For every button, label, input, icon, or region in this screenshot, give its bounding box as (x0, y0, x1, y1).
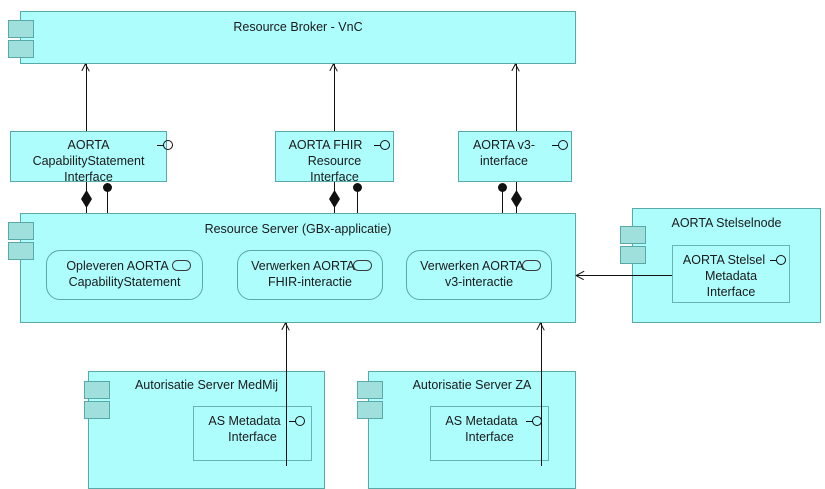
lollipop-stem-icon (552, 145, 559, 146)
subcomponent-verwerken-aorta-fhir-interactie[interactable]: Verwerken AORTA FHIR-interactie (237, 250, 383, 300)
lollipop-ball-icon (558, 140, 568, 150)
component-tab-upper-autorisatie-server-za (357, 381, 383, 399)
lollipop-stem-icon (526, 421, 533, 422)
arrowhead-za-to-resource-server (536, 323, 547, 334)
arrowhead-fhir-to-broker (329, 64, 340, 75)
interface-pill-icon (522, 260, 541, 271)
interface-aorta-capabilitystatement-line3: Interface (64, 170, 113, 184)
subcomponent-opleveren-line2: CapabilityStatement (68, 275, 181, 289)
component-tab-lower-aorta-stelselnode (620, 246, 646, 264)
interface-aorta-v3-line1: AORTA v3- (472, 138, 536, 152)
component-tab-upper-aorta-stelselnode (620, 226, 646, 244)
interface-as-metadata-za-line1: AS Metadata (445, 414, 518, 428)
interface-aorta-v3-line2: interface (480, 154, 528, 168)
interface-aorta-stelsel-metadata[interactable]: AORTA Stelsel Metadata Interface (672, 245, 790, 303)
component-resource-broker[interactable]: Resource Broker - VnC (20, 11, 576, 64)
composition-diamond-capabilitystatement (81, 190, 92, 208)
subcomponent-verwerken-fhir-line2: FHIR-interactie (267, 275, 353, 289)
connector-fhir-to-broker (334, 64, 335, 131)
interface-aorta-stelsel-metadata-line3: Interface (706, 285, 756, 299)
subcomponent-opleveren-aorta-capabilitystatement[interactable]: Opleveren AORTA CapabilityStatement (46, 250, 203, 300)
lollipop-ball-icon (295, 416, 305, 426)
interface-pill-icon (172, 260, 191, 271)
component-resource-server-label: Resource Server (GBx-applicatie) (204, 222, 392, 236)
subcomponent-verwerken-v3-line2: v3-interactie (444, 275, 514, 289)
interface-aorta-capabilitystatement-line1: AORTA (67, 138, 110, 152)
lollipop-icon (770, 255, 787, 266)
component-resource-broker-label: Resource Broker - VnC (233, 20, 363, 34)
subcomponent-verwerken-aorta-v3-interactie[interactable]: Verwerken AORTA v3-interactie (406, 250, 552, 300)
arrowhead-v3-to-broker (511, 64, 522, 75)
lollipop-ball-icon (776, 255, 786, 265)
interface-aorta-v3[interactable]: AORTA v3- interface (458, 131, 572, 182)
connector-medmij-to-resource-server (286, 323, 287, 466)
connector-capabilitystatement-to-broker (86, 64, 87, 131)
interface-as-metadata-medmij-line1: AS Metadata (208, 414, 281, 428)
subcomponent-opleveren-line1: Opleveren AORTA (66, 259, 169, 273)
component-tab-upper-autorisatie-server-medmij (84, 381, 110, 399)
component-aorta-stelselnode-label: AORTA Stelselnode (671, 216, 782, 230)
component-tab-upper-resource-broker (8, 20, 34, 38)
component-tab-lower-resource-server (8, 242, 34, 260)
interface-as-metadata-medmij[interactable]: AS Metadata Interface (193, 406, 312, 461)
composition-diamond-fhir (329, 190, 340, 208)
interface-aorta-stelsel-metadata-line2: Metadata (704, 269, 758, 283)
arrowhead-medmij-to-resource-server (281, 323, 292, 334)
interface-aorta-stelsel-metadata-line1: AORTA Stelsel (682, 253, 766, 267)
interface-as-metadata-za-line2: Interface (465, 430, 514, 444)
lollipop-stem-icon (374, 145, 381, 146)
connector-stelselnode-to-resource-server (576, 275, 672, 276)
arrowhead-capabilitystatement-to-broker (81, 64, 92, 75)
component-autorisatie-server-za-label: Autorisatie Server ZA (412, 378, 532, 392)
connector-v3-to-broker (516, 64, 517, 131)
connector-za-to-resource-server (541, 323, 542, 466)
interface-aorta-capabilitystatement-line2: CapabilityStatement (32, 154, 145, 168)
interface-pill-icon (353, 260, 372, 271)
lollipop-ball-icon (163, 140, 173, 150)
component-tab-lower-autorisatie-server-medmij (84, 401, 110, 419)
interface-aorta-fhir-resource-line3: Interface (310, 170, 359, 184)
subcomponent-verwerken-v3-line1: Verwerken AORTA (420, 259, 524, 273)
lollipop-icon (289, 416, 306, 427)
arrowhead-stelselnode-to-resource-server (576, 270, 587, 281)
lollipop-icon (552, 140, 569, 151)
lollipop-stem-icon (289, 421, 296, 422)
composition-diamond-v3 (511, 190, 522, 208)
interface-aorta-fhir-resource[interactable]: AORTA FHIR Resource Interface (275, 131, 394, 184)
interface-aorta-capabilitystatement[interactable]: AORTA CapabilityStatement Interface (10, 131, 173, 184)
component-autorisatie-server-medmij-label: Autorisatie Server MedMij (134, 378, 279, 392)
lollipop-icon (157, 140, 174, 151)
subcomponent-verwerken-fhir-line1: Verwerken AORTA (251, 259, 355, 273)
interface-as-metadata-za[interactable]: AS Metadata Interface (430, 406, 549, 461)
component-tab-lower-autorisatie-server-za (357, 401, 383, 419)
component-tab-upper-resource-server (8, 222, 34, 240)
lollipop-stem-icon (770, 260, 777, 261)
interface-aorta-fhir-resource-line1: AORTA FHIR (288, 138, 363, 152)
lollipop-icon (374, 140, 391, 151)
lollipop-ball-icon (380, 140, 390, 150)
lollipop-stem-icon (157, 145, 164, 146)
interface-aorta-fhir-resource-line2: Resource (307, 154, 362, 168)
component-tab-lower-resource-broker (8, 40, 34, 58)
interface-as-metadata-medmij-line2: Interface (228, 430, 277, 444)
